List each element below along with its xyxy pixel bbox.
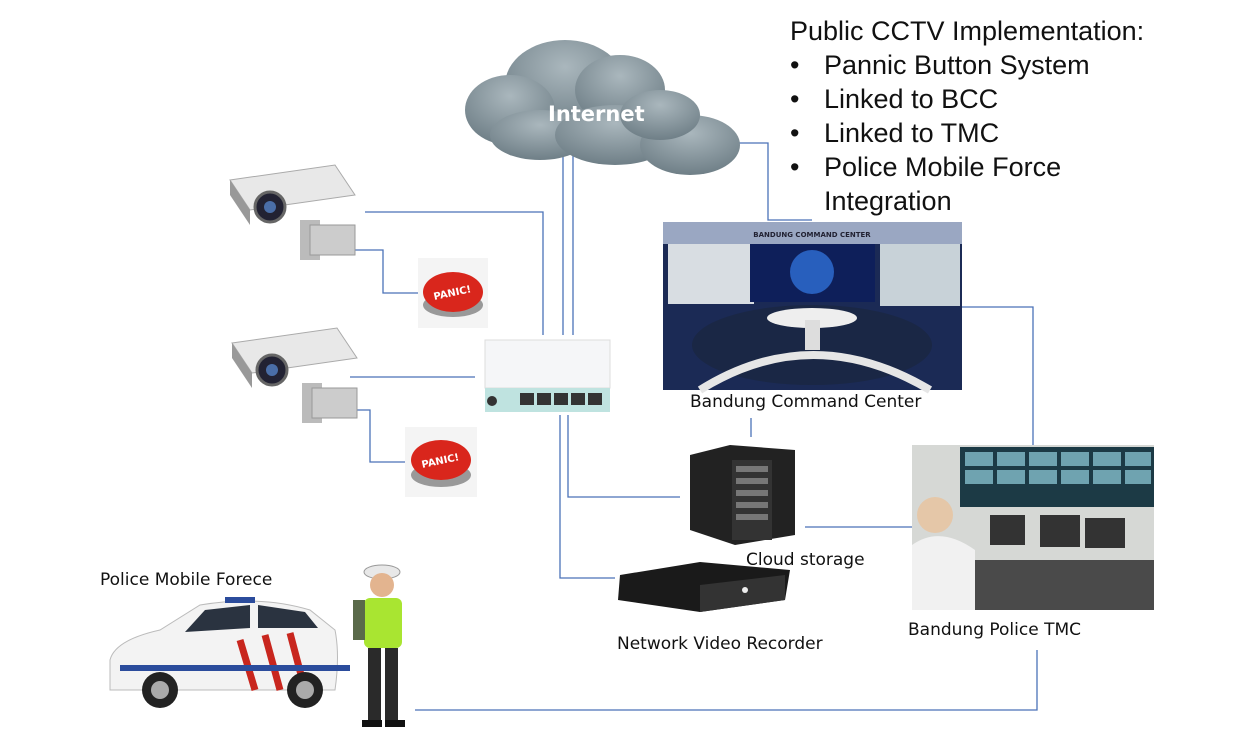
panic-button-icon: PANIC! — [418, 258, 488, 328]
connector-internet-bcc — [722, 142, 812, 221]
implementation-list: Public CCTV Implementation: •Pannic Butt… — [790, 14, 1144, 218]
cloud-storage-label: Cloud storage — [746, 550, 865, 570]
implementation-item: •Linked to TMC — [790, 118, 1000, 148]
connector-bcc-tmc — [962, 306, 1034, 445]
implementation-item: •Pannic Button System — [790, 50, 1090, 80]
internet-label: Internet — [548, 102, 645, 126]
bandung-command-center-image: BANDUNG COMMAND CENTER — [663, 222, 962, 394]
internet-cloud-icon — [465, 40, 740, 175]
implementation-title: Public CCTV Implementation: — [790, 16, 1145, 46]
cctv-camera-icon — [231, 327, 358, 423]
connector-router-nvr — [559, 415, 615, 579]
police-force-label: Police Mobile Forece — [100, 570, 273, 590]
network-video-recorder-icon — [618, 562, 790, 612]
connector-camera1-router — [365, 211, 544, 335]
police-officer-icon — [353, 564, 405, 727]
connector-camera1-panic — [355, 249, 420, 294]
connector-router-storage — [567, 415, 680, 498]
implementation-item: •Linked to BCC — [790, 84, 999, 114]
panic-button-icon: PANIC! — [405, 427, 477, 497]
nvr-label: Network Video Recorder — [617, 634, 823, 654]
police-car-icon — [109, 597, 350, 708]
implementation-item: •Police Mobile Force Integration — [790, 152, 1062, 216]
bandung-police-tmc-image — [912, 445, 1154, 610]
tmc-label: Bandung Police TMC — [908, 620, 1082, 640]
cctv-camera-icon — [229, 164, 356, 260]
router-icon — [484, 339, 611, 412]
bcc-label: Bandung Command Center — [690, 392, 922, 412]
cloud-storage-server-icon — [690, 445, 795, 545]
connector-tmc-police — [415, 650, 1038, 711]
connectors — [345, 142, 1038, 711]
svg-text:BANDUNG COMMAND CENTER: BANDUNG COMMAND CENTER — [753, 231, 871, 239]
